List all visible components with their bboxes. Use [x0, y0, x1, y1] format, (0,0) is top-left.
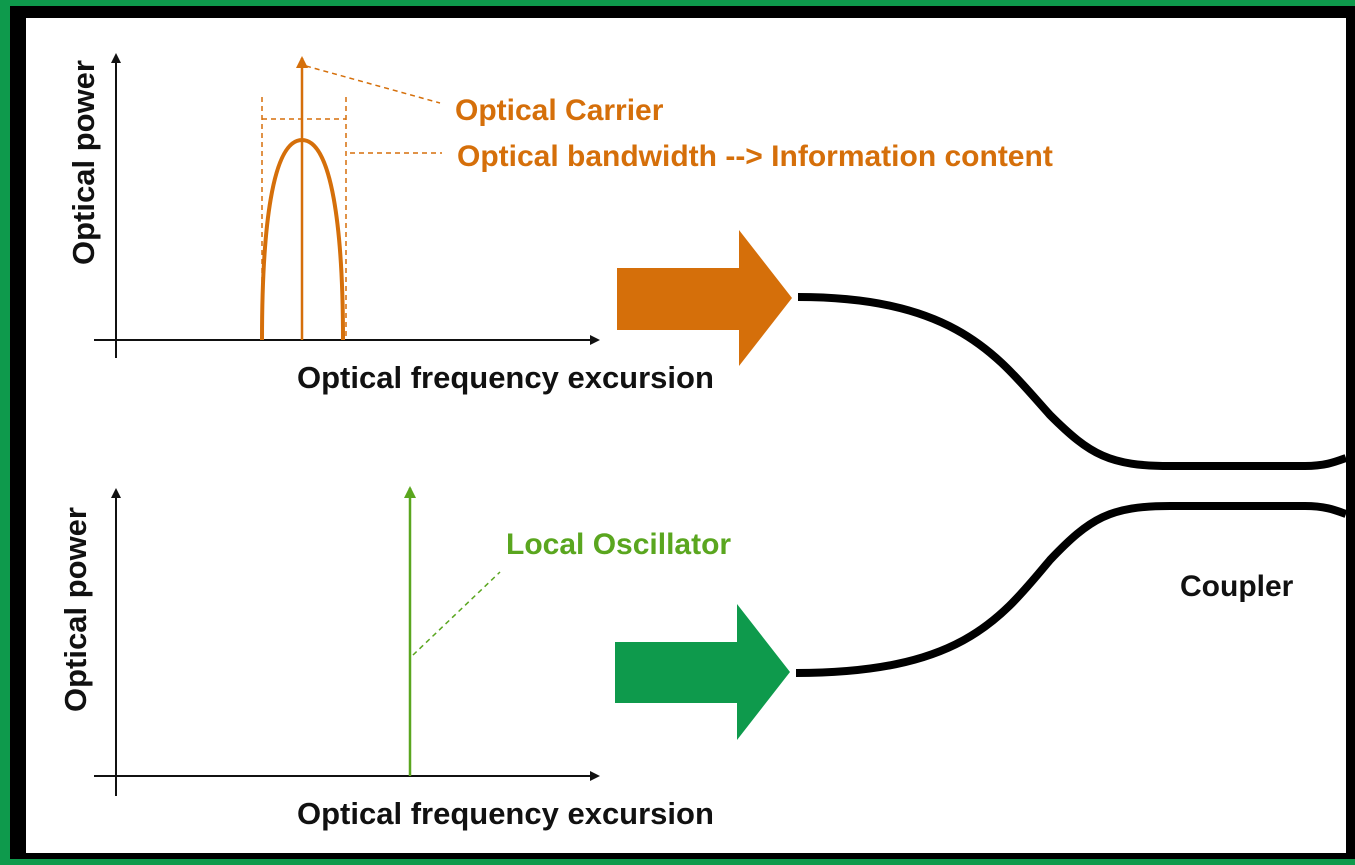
diagram-canvas: [26, 18, 1346, 853]
top-spectrum-plot: Optical power Optical frequency excursio…: [66, 53, 1053, 395]
local-oscillator-leader-line: [412, 571, 501, 656]
bottom-x-axis-label: Optical frequency excursion: [297, 796, 714, 831]
optical-carrier-label: Optical Carrier: [455, 94, 664, 127]
local-oscillator-label: Local Oscillator: [506, 528, 731, 561]
signal-input-arrow: [617, 230, 792, 366]
coupler-label: Coupler: [1180, 570, 1294, 603]
carrier-leader-line: [305, 65, 441, 104]
bottom-y-axis-label: Optical power: [58, 507, 93, 712]
top-x-axis-label: Optical frequency excursion: [297, 360, 714, 395]
top-y-axis-label: Optical power: [66, 60, 101, 265]
optical-bandwidth-label: Optical bandwidth --> Information conten…: [457, 140, 1053, 173]
bottom-spectrum-plot: Optical power Optical frequency excursio…: [58, 486, 731, 831]
coupler-lower-fiber: [795, 502, 1348, 677]
coupler-upper-fiber: [797, 293, 1348, 470]
lo-input-arrow: [615, 604, 790, 740]
